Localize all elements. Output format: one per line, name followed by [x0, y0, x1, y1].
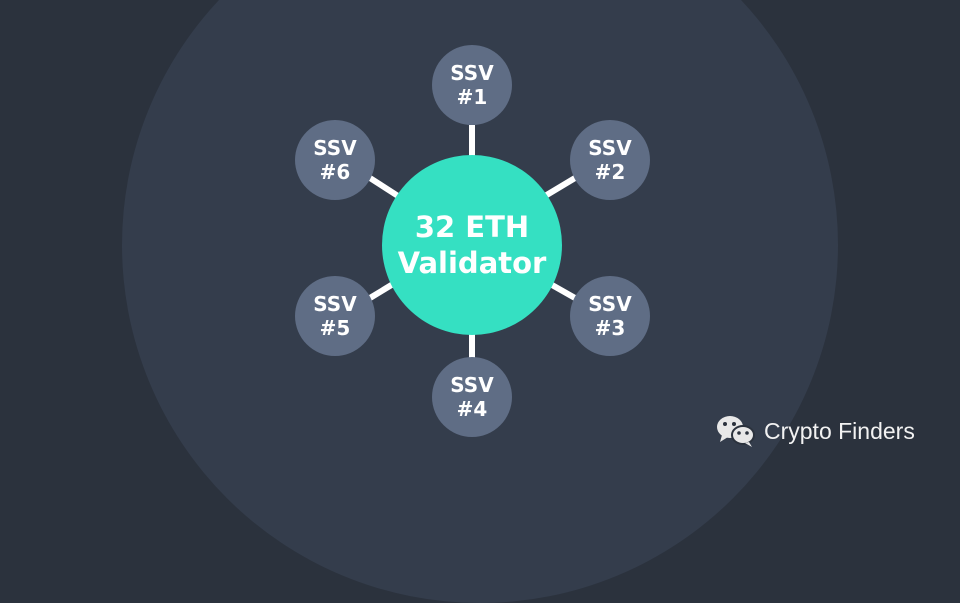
- ssv-label: SSV: [450, 61, 494, 85]
- watermark-label: Crypto Finders: [764, 417, 915, 444]
- ssv-node-5: SSV #5: [295, 276, 375, 356]
- ssv-node-6: SSV #6: [295, 120, 375, 200]
- ssv-number: #4: [456, 397, 488, 421]
- ssv-number: #2: [594, 160, 626, 184]
- ssv-label: SSV: [313, 292, 357, 316]
- edge-6: [368, 175, 400, 199]
- ssv-number: #1: [456, 85, 488, 109]
- wechat-icon: [717, 416, 755, 447]
- ssv-node-4: SSV #4: [432, 357, 512, 437]
- validator-label-1: 32 ETH: [414, 210, 530, 244]
- ssv-node-2: SSV #2: [570, 120, 650, 200]
- ssv-node-3: SSV #3: [570, 276, 650, 356]
- validator-node: 32 ETH Validator: [382, 155, 562, 335]
- edges: [368, 125, 577, 360]
- validator-label-2: Validator: [397, 246, 547, 280]
- ssv-label: SSV: [588, 136, 632, 160]
- watermark: Crypto Finders: [716, 414, 915, 448]
- ssv-label: SSV: [450, 373, 494, 397]
- ssv-label: SSV: [588, 292, 632, 316]
- ssv-number: #5: [319, 316, 351, 340]
- ssv-number: #6: [319, 160, 351, 184]
- ssv-label: SSV: [313, 136, 357, 160]
- ssv-node-1: SSV #1: [432, 45, 512, 125]
- edge-2: [543, 175, 577, 199]
- ssv-number: #3: [594, 316, 626, 340]
